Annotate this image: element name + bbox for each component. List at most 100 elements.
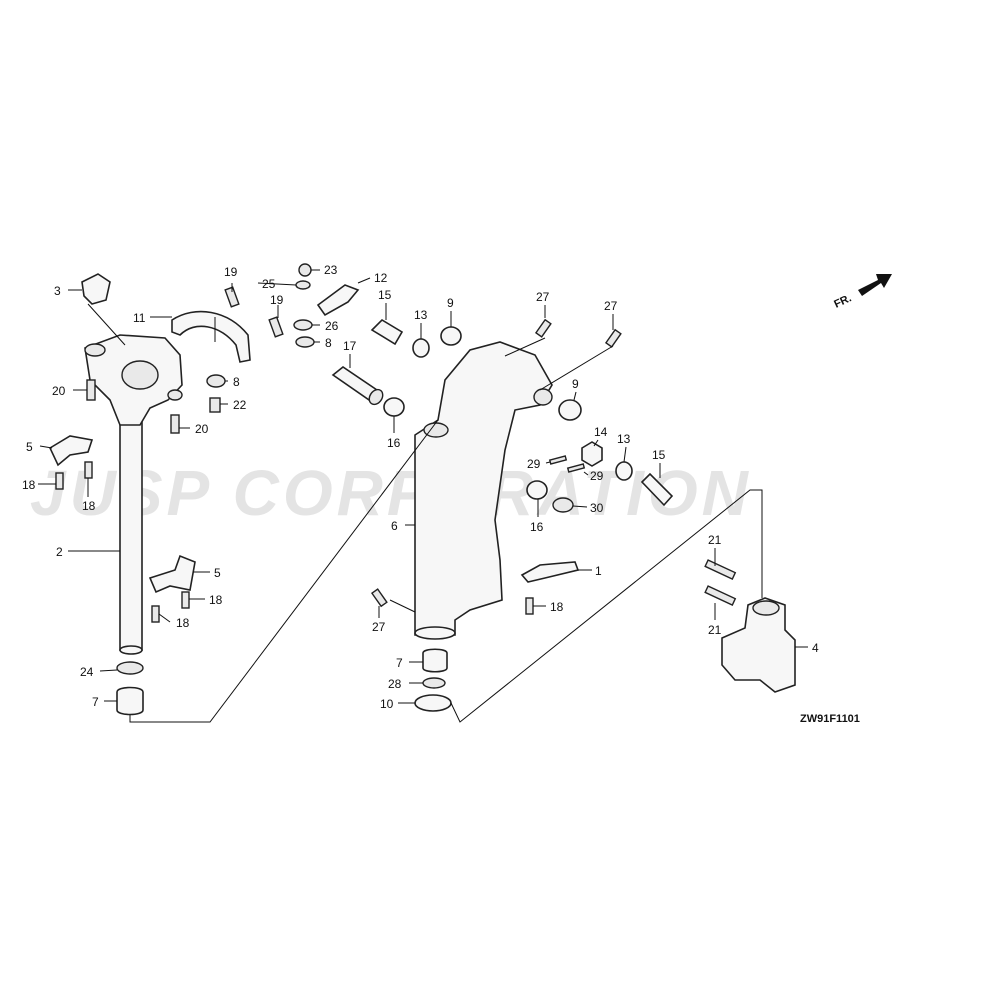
callout-29-upper: 29 xyxy=(527,457,541,471)
callout-5-upper: 5 xyxy=(26,440,33,454)
callout-8-lower: 8 xyxy=(233,375,240,389)
callout-3: 3 xyxy=(54,284,61,298)
part-15-pin-left xyxy=(370,318,404,346)
part-14-nut xyxy=(581,441,603,467)
callout-30: 30 xyxy=(590,501,604,515)
callout-21-upper: 21 xyxy=(708,533,722,547)
callout-18-c: 18 xyxy=(176,616,190,630)
callout-16-right: 16 xyxy=(530,520,544,534)
part-7-bushing-left xyxy=(116,686,144,716)
part-18-bolt-d xyxy=(181,591,190,609)
callout-2: 2 xyxy=(56,545,63,559)
part-11-arc-bracket xyxy=(171,310,251,363)
part-9-collar-left xyxy=(440,326,462,346)
part-20-bolt-left xyxy=(86,379,96,401)
callout-19-upper: 19 xyxy=(224,265,238,279)
part-18-bolt-c xyxy=(151,605,160,623)
part-28-ring xyxy=(422,677,446,689)
part-8-washer-upper xyxy=(295,336,315,348)
part-4-clamp xyxy=(721,597,796,693)
callout-14: 14 xyxy=(594,425,608,439)
part-27-fitting-a xyxy=(534,318,552,338)
callout-18-b: 18 xyxy=(82,499,96,513)
part-19-bolt-upper xyxy=(224,286,240,308)
callout-15-right: 15 xyxy=(652,448,666,462)
front-arrow-icon xyxy=(858,274,892,296)
callout-12: 12 xyxy=(374,271,388,285)
callout-21-lower: 21 xyxy=(708,623,722,637)
callout-23: 23 xyxy=(324,263,338,277)
callout-18-a: 18 xyxy=(22,478,36,492)
callout-labels: 3 11 19 19 23 12 25 26 8 8 22 20 20 5 18… xyxy=(22,263,819,711)
part-18-bolt-a xyxy=(55,472,64,490)
callout-25: 25 xyxy=(262,277,276,291)
part-22-fitting xyxy=(209,397,221,413)
callout-22: 22 xyxy=(233,398,247,412)
part-16-bushing-left xyxy=(383,397,405,417)
callout-20-left: 20 xyxy=(52,384,66,398)
leader-lines xyxy=(38,269,808,723)
front-direction-marker: FR. xyxy=(832,274,892,311)
callout-24: 24 xyxy=(80,665,94,679)
callout-27-c: 27 xyxy=(372,620,386,634)
callout-11: 11 xyxy=(133,311,146,325)
part-27-fitting-c xyxy=(370,588,388,608)
part-5-bracket-lower xyxy=(148,554,196,594)
part-23-nut xyxy=(298,263,312,277)
part-13-spacer-left xyxy=(412,338,430,358)
callout-27-a: 27 xyxy=(536,290,550,304)
callout-28: 28 xyxy=(388,677,402,691)
part-18-bolt-b xyxy=(84,461,93,479)
callout-6: 6 xyxy=(391,519,398,533)
part-27-fitting-b xyxy=(604,328,622,348)
part-steering-shaft xyxy=(84,334,183,655)
part-8-washer-lower xyxy=(206,374,226,388)
part-15-pin-right xyxy=(640,472,674,507)
part-21-bolt-upper xyxy=(704,559,737,580)
callout-8-upper: 8 xyxy=(325,336,332,350)
part-5-bracket-upper xyxy=(48,435,94,467)
callout-4: 4 xyxy=(812,641,819,655)
part-17-pin-end xyxy=(368,388,384,406)
callout-27-b: 27 xyxy=(604,299,618,313)
diagram-code: ZW91F1101 xyxy=(800,713,860,725)
callout-19-lower: 19 xyxy=(270,293,284,307)
part-25-washer xyxy=(295,280,311,290)
part-1-plate xyxy=(520,561,580,583)
part-19-bolt-lower xyxy=(268,316,284,338)
callout-5-lower: 5 xyxy=(214,566,221,580)
part-9-collar-right xyxy=(558,399,582,421)
part-10-seal xyxy=(414,694,452,712)
callout-18-e: 18 xyxy=(550,600,564,614)
callout-26: 26 xyxy=(325,319,339,333)
part-swivel-case xyxy=(414,341,553,640)
callout-20-right: 20 xyxy=(195,422,209,436)
callout-10: 10 xyxy=(380,697,394,711)
part-3-block xyxy=(81,273,111,305)
callout-9-left: 9 xyxy=(447,296,454,310)
part-29-pin-upper xyxy=(548,455,568,465)
part-21-bolt-lower xyxy=(704,585,737,606)
callout-7-left: 7 xyxy=(92,695,99,709)
part-7-bushing-right xyxy=(422,648,448,673)
callout-1: 1 xyxy=(595,564,602,578)
part-24-washer xyxy=(116,661,144,675)
part-29-pin-lower xyxy=(566,463,586,473)
callout-7-right: 7 xyxy=(396,656,403,670)
part-30-clip xyxy=(552,497,574,513)
part-26-washer xyxy=(293,319,313,331)
callout-13-left: 13 xyxy=(414,308,428,322)
callout-29-lower: 29 xyxy=(590,469,604,483)
callout-9-right: 9 xyxy=(572,377,579,391)
part-13-spacer-right xyxy=(615,461,633,481)
callout-18-d: 18 xyxy=(209,593,223,607)
part-12-link-arm xyxy=(316,284,360,317)
callout-16-left: 16 xyxy=(387,436,401,450)
part-4-clamp-bore xyxy=(752,600,780,616)
callout-13-right: 13 xyxy=(617,432,631,446)
part-20-bolt-right xyxy=(170,414,180,434)
callout-15-left: 15 xyxy=(378,288,392,302)
part-18-bolt-e xyxy=(525,597,534,615)
part-16-bushing-right xyxy=(526,480,548,500)
